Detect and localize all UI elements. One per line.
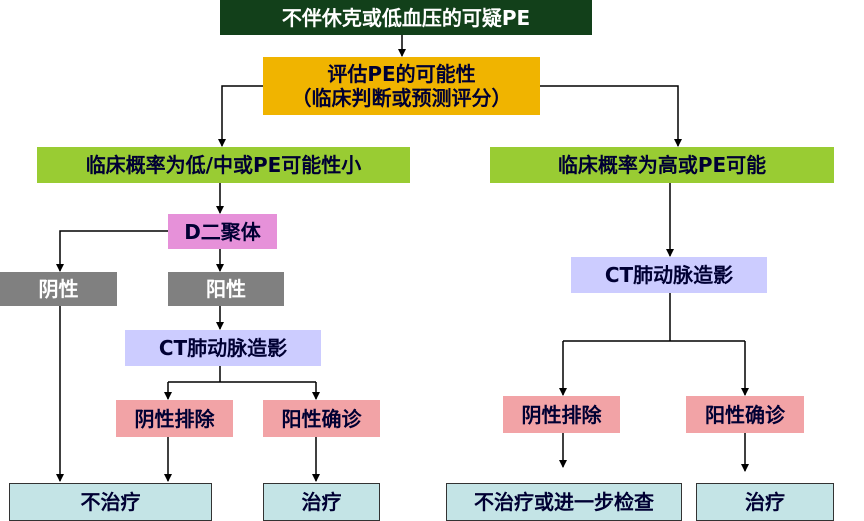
connector-line bbox=[168, 366, 316, 383]
d-dimer-label: D二聚体 bbox=[184, 219, 261, 244]
no-treatment-or-further-node: 不治疗或进一步检查 bbox=[446, 483, 682, 521]
connector-arrow bbox=[56, 230, 168, 272]
confirmed-right-node: 阳性确诊 bbox=[686, 396, 804, 433]
high-probability-node: 临床概率为高或PE可能 bbox=[490, 147, 834, 183]
suspected-pe-node: 不伴休克或低血压的可疑PE bbox=[220, 0, 592, 35]
negative-label: 阴性 bbox=[38, 277, 79, 301]
excluded-right-node: 阴性排除 bbox=[503, 396, 620, 433]
assess-probability-node: 评估PE的可能性 （临床判断或预测评分） bbox=[263, 57, 540, 115]
treatment-right-node: 治疗 bbox=[696, 483, 834, 521]
ct-angiography-right-label: CT肺动脉造影 bbox=[604, 263, 734, 287]
confirmed-left-label: 阳性确诊 bbox=[281, 406, 362, 431]
assess-probability-subtitle: （临床判断或预测评分） bbox=[291, 86, 512, 110]
ct-angiography-left-node: CT肺动脉造影 bbox=[125, 330, 321, 366]
treatment-left-node: 治疗 bbox=[263, 483, 380, 521]
connector-arrow bbox=[218, 85, 263, 147]
d-dimer-node: D二聚体 bbox=[168, 214, 277, 249]
excluded-right-label: 阴性排除 bbox=[521, 402, 602, 427]
ct-angiography-right-node: CT肺动脉造影 bbox=[571, 257, 767, 293]
excluded-left-label: 阴性排除 bbox=[134, 406, 215, 431]
confirmed-right-label: 阳性确诊 bbox=[705, 402, 785, 427]
positive-node: 阳性 bbox=[168, 272, 284, 306]
low-probability-node: 临床概率为低/中或PE可能性小 bbox=[37, 147, 410, 183]
no-treatment-left-label: 不治疗 bbox=[80, 490, 141, 514]
suspected-pe-label: 不伴休克或低血压的可疑PE bbox=[281, 5, 531, 30]
positive-label: 阳性 bbox=[206, 277, 246, 301]
connector-line bbox=[563, 293, 745, 342]
confirmed-left-node: 阳性确诊 bbox=[263, 400, 380, 437]
ct-angiography-left-label: CT肺动脉造影 bbox=[158, 336, 288, 360]
treatment-right-label: 治疗 bbox=[745, 490, 785, 514]
connector-arrow bbox=[540, 85, 682, 147]
no-treatment-left-node: 不治疗 bbox=[9, 483, 212, 521]
treatment-left-label: 治疗 bbox=[301, 490, 342, 514]
high-probability-label: 临床概率为高或PE可能 bbox=[557, 153, 767, 177]
no-treatment-or-further-label: 不治疗或进一步检查 bbox=[474, 490, 654, 514]
excluded-left-node: 阴性排除 bbox=[116, 400, 233, 437]
negative-node: 阴性 bbox=[0, 272, 117, 306]
assess-probability-title: 评估PE的可能性 bbox=[327, 62, 476, 86]
low-probability-label: 临床概率为低/中或PE可能性小 bbox=[85, 153, 362, 177]
